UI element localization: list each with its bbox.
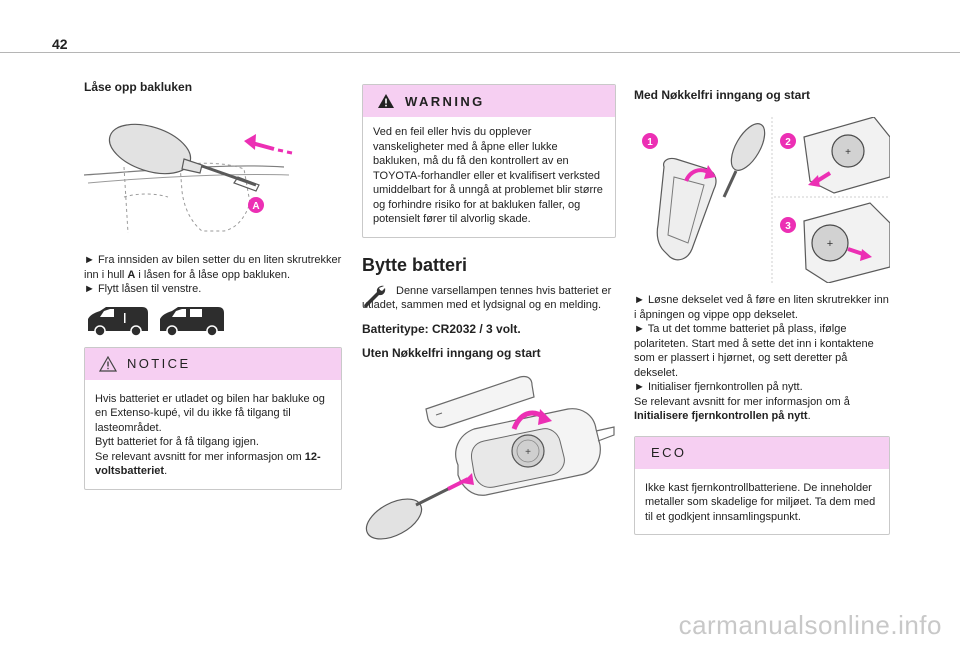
tailgate-step-1-text-end: i låsen for å låse opp bakluken.: [135, 268, 291, 281]
notice-text-2: Bytt batteriet for å få tilgang igjen.: [95, 436, 259, 448]
svg-text:+: +: [845, 147, 851, 158]
lamp-text-content: Denne varsellampen tennes hvis batteriet…: [362, 284, 612, 312]
notice-text-1: Hvis batteriet er utladet og bilen har b…: [95, 392, 325, 434]
notice-text-3: Se relevant avsnitt for mer informasjon …: [95, 450, 302, 463]
svg-text:+: +: [827, 238, 833, 250]
notice-title: NOTICE: [127, 356, 191, 371]
keyless-step-4: ► Initialiser fjernkontrollen på nytt.: [634, 381, 803, 393]
keyless-step-1: ► Løsne dekselet ved å føre en liten skr…: [634, 294, 889, 321]
keyless-battery-illustration: 1 2 3 +: [634, 116, 891, 284]
callout-3-label: 3: [785, 221, 791, 232]
keyless-step-2: ► Ta ut det tomme batteriet på plass, if…: [634, 323, 874, 379]
keyless-ref-text: Se relevant avsnitt for mer informasjon …: [634, 395, 850, 408]
page-number: 42: [52, 36, 68, 52]
middle-column: WARNING Ved en feil eller hvis du opplev…: [362, 84, 616, 541]
screwdriver-icon: [365, 481, 461, 540]
key-cover-icon: [425, 375, 535, 428]
battery-insert-icon: +: [803, 202, 891, 284]
wrench-icon: [364, 285, 386, 308]
tailgate-step-1-hole-label: A: [127, 268, 136, 281]
right-column: Med Nøkkelfri inngang og start 1 2 3: [634, 88, 891, 535]
link-reinitialise-remote[interactable]: Initialisere fjernkontrollen på nytt: [634, 410, 808, 422]
van-short-icon: [88, 306, 148, 337]
section-title-tailgate: Låse opp bakluken: [84, 80, 193, 94]
tailgate-step-1-text: ► Fra innsiden av bilen setter du en lit…: [84, 254, 342, 281]
eco-header: ECO: [635, 436, 889, 469]
section-title-battery: Bytte batteri: [362, 254, 468, 275]
warning-triangle-icon: [99, 355, 117, 372]
notice-body: Hvis batteriet er utladet og bilen har b…: [85, 380, 341, 489]
battery-type: Batteritype: CR2032 / 3 volt.: [362, 321, 521, 336]
warning-box: WARNING Ved en feil eller hvis du opplev…: [362, 84, 616, 238]
callout-2-label: 2: [785, 137, 791, 148]
van-long-icon: [160, 306, 224, 337]
warning-triangle-icon: [378, 94, 394, 108]
key-battery-illustration: +: [362, 369, 616, 541]
notice-box: NOTICE Hvis batteriet er utladet og bile…: [84, 346, 342, 490]
header-rule: [0, 52, 960, 53]
subheading-with-keyless: Med Nøkkelfri inngang og start: [634, 88, 811, 102]
lamp-paragraph: Denne varsellampen tennes hvis batteriet…: [362, 284, 616, 313]
left-column: Låse opp bakluken A ► Fra innsiden av bi…: [83, 80, 342, 490]
screwdriver-icon: [722, 123, 766, 198]
notice-text-end: .: [164, 465, 168, 477]
warning-header: WARNING: [363, 85, 615, 117]
battery-compartment-open-icon: +: [803, 116, 891, 194]
tailgate-unlock-illustration: A: [83, 113, 342, 241]
keyless-fob-icon: [656, 157, 717, 261]
svg-text:+: +: [525, 447, 531, 458]
warning-title: WARNING: [405, 93, 485, 109]
eco-title: ECO: [651, 445, 687, 460]
remote-key-icon: +: [455, 407, 615, 496]
subheading-without-keyless: Uten Nøkkelfri inngang og start: [362, 345, 541, 360]
tailgate-step-2-text: ► Flytt låsen til venstre.: [84, 283, 202, 295]
lamp-text: Denne varsellampen tennes hvis batteriet…: [362, 284, 616, 313]
callout-a-label: A: [252, 201, 259, 212]
tailgate-steps: ► Fra innsiden av bilen setter du en lit…: [84, 253, 342, 297]
vehicle-silhouettes: [84, 305, 342, 337]
notice-link-12v-battery[interactable]: 12-voltsbatteriet: [95, 450, 321, 478]
keyless-steps: ► Løsne dekselet ved å føre en liten skr…: [634, 293, 890, 424]
screwdriver-lock-icon: A: [83, 123, 293, 234]
eco-body: Ikke kast fjernkontrollbatteriene. De in…: [645, 481, 876, 523]
eco-box: ECO Ikke kast fjernkontrollbatteriene. D…: [634, 435, 890, 535]
notice-header: NOTICE: [85, 347, 341, 380]
warning-body: Ved en feil eller hvis du opplever vansk…: [373, 126, 603, 225]
watermark: carmanualsonline.info: [678, 610, 942, 640]
callout-1-label: 1: [647, 137, 653, 148]
keyless-ref-end: .: [807, 410, 811, 422]
